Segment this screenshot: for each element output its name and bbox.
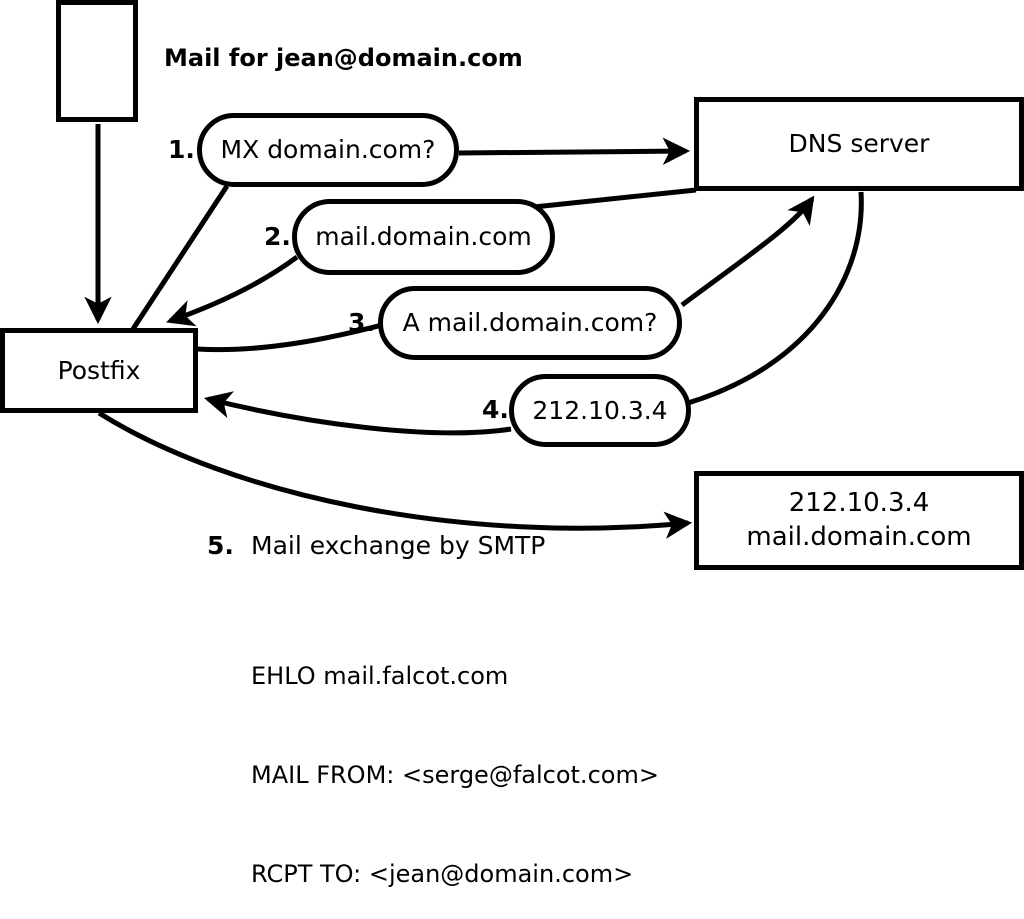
query-a-record-pill: A mail.domain.com? [378, 286, 682, 360]
step-number-2: 2. [264, 222, 291, 251]
arrow-reply4-to-postfix [203, 391, 512, 436]
line-dns-to-reply2 [533, 187, 697, 210]
arrow-query3-to-dns [680, 195, 815, 308]
smtp-line: EHLO mail.falcot.com [251, 662, 509, 690]
query-mx-pill: MX domain.com? [197, 113, 459, 187]
mail-server-node: 212.10.3.4 mail.domain.com [694, 471, 1024, 570]
incoming-mail-node [56, 0, 138, 122]
diagram-caption: Mail for jean@domain.com [164, 44, 523, 72]
reply-ip-pill: 212.10.3.4 [509, 374, 691, 447]
step-number-1: 1. [168, 135, 195, 164]
arrow-reply2-to-postfix [166, 254, 299, 327]
dns-server-node: DNS server [694, 97, 1024, 191]
line-postfix-to-query3 [196, 322, 383, 353]
mail-server-ip: 212.10.3.4 [788, 487, 930, 518]
step-number-5: 5. [207, 531, 234, 560]
smtp-transcript: EHLO mail.falcot.com MAIL FROM: <serge@f… [251, 594, 659, 919]
smtp-line: RCPT TO: <jean@domain.com> [251, 860, 634, 888]
step-5-label: Mail exchange by SMTP [251, 531, 546, 560]
arrow-postfix-to-mailserver-smtp [97, 410, 693, 539]
step-number-3: 3. [348, 308, 375, 337]
smtp-line: MAIL FROM: <serge@falcot.com> [251, 761, 659, 789]
line-postfix-to-query1 [130, 184, 230, 331]
postfix-node: Postfix [0, 328, 198, 413]
reply-mx-pill: mail.domain.com [292, 199, 555, 275]
arrow-query1-to-dns [458, 137, 691, 165]
line-dns-to-reply4 [687, 191, 864, 406]
mail-server-hostname: mail.domain.com [746, 521, 972, 552]
step-number-4: 4. [482, 395, 509, 424]
